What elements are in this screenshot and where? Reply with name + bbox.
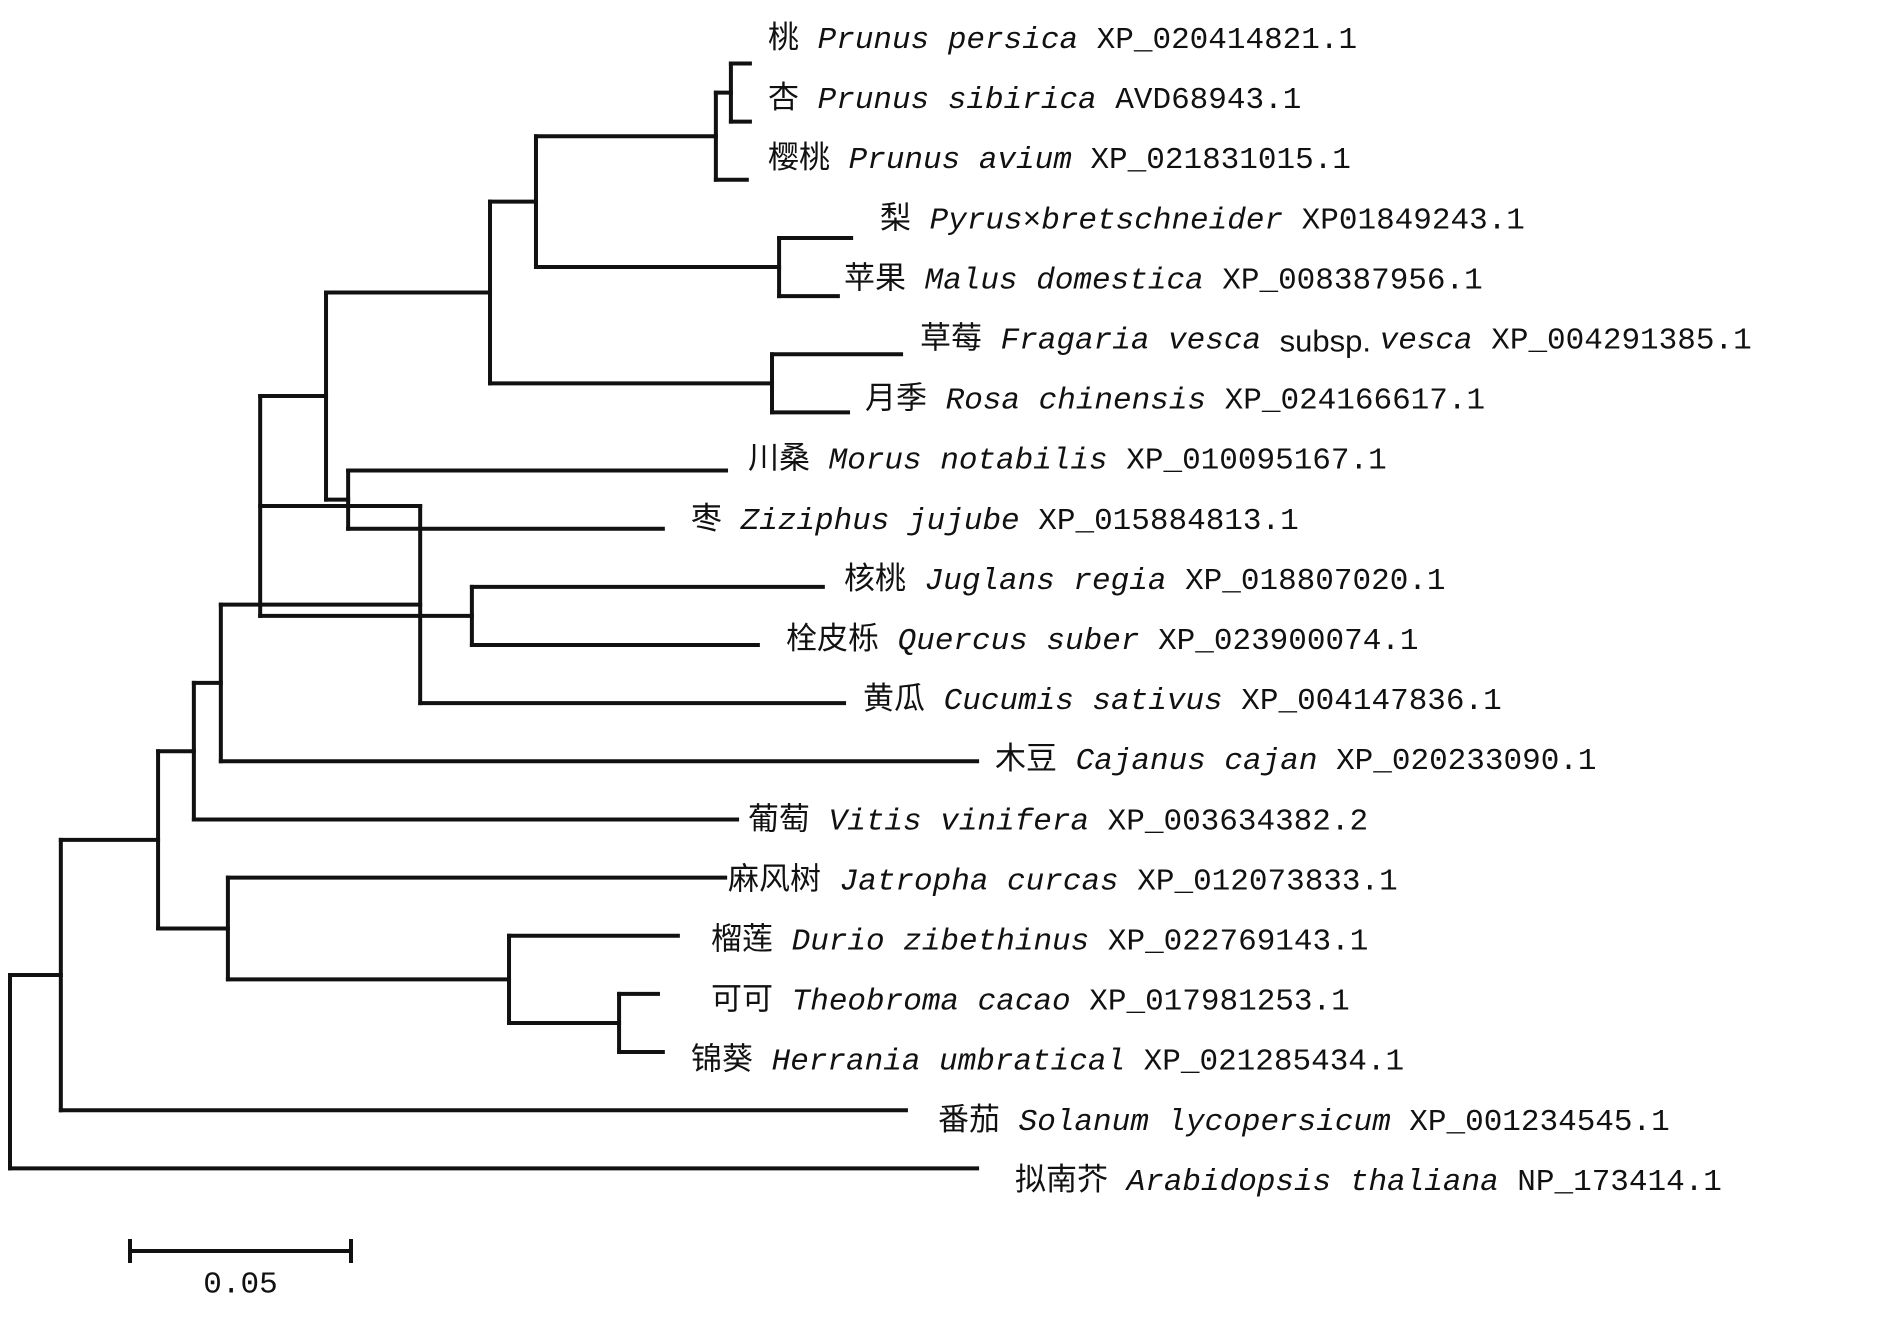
species-name: Ziziphus jujube bbox=[740, 503, 1039, 538]
species-name: Prunus avium bbox=[849, 143, 1091, 178]
accession-number: XP01849243.1 bbox=[1302, 203, 1525, 238]
species-name: Prunus sibirica bbox=[818, 83, 1116, 118]
leaf-label: 月季 Rosa chinensis XP_024166617.1 bbox=[865, 381, 1485, 418]
common-name: 樱桃 bbox=[768, 141, 849, 178]
common-name: 锦葵 bbox=[691, 1042, 772, 1079]
common-name: 苹果 bbox=[844, 261, 925, 298]
common-name: 梨 bbox=[880, 201, 930, 238]
tree-branches bbox=[8, 61, 980, 1171]
scale-bar: 0.05 bbox=[128, 1239, 353, 1303]
accession-number: XP_021285434.1 bbox=[1144, 1044, 1404, 1079]
leaf-label: 核桃 Juglans regia XP_018807020.1 bbox=[844, 561, 1446, 598]
species-name: Malus domestica bbox=[925, 263, 1223, 298]
leaf-label: 榴莲 Durio zibethinus XP_022769143.1 bbox=[711, 922, 1368, 959]
leaf-label: 樱桃 Prunus avium XP_021831015.1 bbox=[768, 141, 1351, 178]
accession-number: XP_020233090.1 bbox=[1336, 744, 1596, 779]
common-name: 木豆 bbox=[995, 742, 1076, 779]
leaf-label: 拟南芥 Arabidopsis thaliana NP_173414.1 bbox=[1015, 1162, 1722, 1199]
accession-number: XP_001234545.1 bbox=[1409, 1104, 1669, 1139]
common-name: 草莓 bbox=[920, 321, 1001, 358]
leaf-label: 草莓 Fragaria vesca subsp. vesca XP_004291… bbox=[920, 321, 1752, 358]
species-name: Solanum lycopersicum bbox=[1019, 1104, 1410, 1139]
rank-abbreviation: subsp. bbox=[1280, 323, 1380, 358]
leaf-label: 麻风树 Jatropha curcas XP_012073833.1 bbox=[728, 862, 1398, 899]
common-name: 杏 bbox=[768, 81, 818, 118]
common-name: 葡萄 bbox=[748, 802, 829, 839]
leaf-label: 葡萄 Vitis vinifera XP_003634382.2 bbox=[748, 802, 1368, 839]
species-name: Juglans regia bbox=[925, 563, 1185, 598]
common-name: 麻风树 bbox=[728, 862, 840, 899]
scale-bar-label: 0.05 bbox=[203, 1268, 277, 1303]
leaf-label: 梨 Pyrus×bretschneider XP01849243.1 bbox=[880, 201, 1525, 238]
leaf-labels: 桃 Prunus persica XP_020414821.1 杏 Prunus … bbox=[691, 21, 1752, 1200]
leaf-label: 锦葵 Herrania umbratical XP_021285434.1 bbox=[691, 1042, 1404, 1079]
species-name: Cucumis sativus bbox=[944, 684, 1242, 719]
species-name: Arabidopsis thaliana bbox=[1125, 1164, 1518, 1199]
accession-number: XP_022769143.1 bbox=[1108, 924, 1368, 959]
leaf-label: 黄瓜 Cucumis sativus XP_004147836.1 bbox=[863, 682, 1502, 719]
leaf-label: 苹果 Malus domestica XP_008387956.1 bbox=[844, 261, 1483, 298]
species-name: Cajanus cajan bbox=[1076, 744, 1336, 779]
species-name: Prunus persica bbox=[818, 23, 1097, 58]
common-name: 榴莲 bbox=[711, 922, 792, 959]
leaf-label: 番茄 Solanum lycopersicum XP_001234545.1 bbox=[938, 1102, 1670, 1139]
accession-number: XP_008387956.1 bbox=[1222, 263, 1482, 298]
accession-number: XP_010095167.1 bbox=[1126, 443, 1386, 478]
accession-number: XP_003634382.2 bbox=[1108, 804, 1368, 839]
species-name: Morus notabilis bbox=[829, 443, 1127, 478]
accession-number: XP_023900074.1 bbox=[1158, 624, 1418, 659]
species-name: Vitis vinifera bbox=[829, 804, 1108, 839]
species-name: Jatropha curcas bbox=[840, 864, 1138, 899]
species-name: Herrania umbratical bbox=[772, 1044, 1144, 1079]
accession-number: XP_004291385.1 bbox=[1491, 323, 1751, 358]
leaf-label: 枣 Ziziphus jujube XP_015884813.1 bbox=[691, 501, 1299, 538]
common-name: 枣 bbox=[691, 501, 741, 538]
accession-number: NP_173414.1 bbox=[1517, 1164, 1722, 1199]
species-name: Durio zibethinus bbox=[792, 924, 1108, 959]
common-name: 拟南芥 bbox=[1015, 1162, 1127, 1199]
common-name: 桃 bbox=[768, 21, 818, 58]
accession-number: XP_018807020.1 bbox=[1185, 563, 1445, 598]
leaf-label: 川桑 Morus notabilis XP_010095167.1 bbox=[748, 442, 1387, 478]
species-name: Theobroma cacao bbox=[792, 984, 1090, 1019]
common-name: 栓皮栎 bbox=[786, 622, 898, 659]
accession-number: XP_024166617.1 bbox=[1225, 383, 1485, 418]
common-name: 月季 bbox=[865, 381, 946, 418]
accession-number: XP_021831015.1 bbox=[1090, 143, 1350, 178]
accession-number: XP_015884813.1 bbox=[1038, 503, 1298, 538]
species-name: Fragaria vesca bbox=[1001, 323, 1280, 358]
accession-number: XP_017981253.1 bbox=[1089, 984, 1349, 1019]
leaf-label: 可可 Theobroma cacao XP_017981253.1 bbox=[711, 984, 1350, 1019]
accession-number: XP_020414821.1 bbox=[1097, 23, 1357, 58]
leaf-label: 栓皮栎 Quercus suber XP_023900074.1 bbox=[786, 622, 1419, 659]
species-name: Rosa chinensis bbox=[946, 383, 1225, 418]
accession-number: AVD68943.1 bbox=[1115, 83, 1301, 118]
species-name: Pyrus×bretschneider bbox=[930, 203, 1302, 238]
leaf-label: 桃 Prunus persica XP_020414821.1 bbox=[768, 21, 1357, 58]
common-name: 可可 bbox=[711, 984, 792, 1019]
accession-number: XP_012073833.1 bbox=[1137, 864, 1397, 899]
common-name: 黄瓜 bbox=[863, 682, 944, 719]
accession-number: XP_004147836.1 bbox=[1241, 684, 1501, 719]
species-name: Quercus suber bbox=[898, 624, 1158, 659]
common-name: 番茄 bbox=[938, 1102, 1019, 1139]
species-name: vesca bbox=[1380, 323, 1492, 358]
common-name: 核桃 bbox=[844, 561, 925, 598]
leaf-label: 木豆 Cajanus cajan XP_020233090.1 bbox=[995, 742, 1597, 779]
common-name: 川桑 bbox=[748, 442, 829, 478]
leaf-label: 杏 Prunus sibirica AVD68943.1 bbox=[768, 81, 1301, 118]
